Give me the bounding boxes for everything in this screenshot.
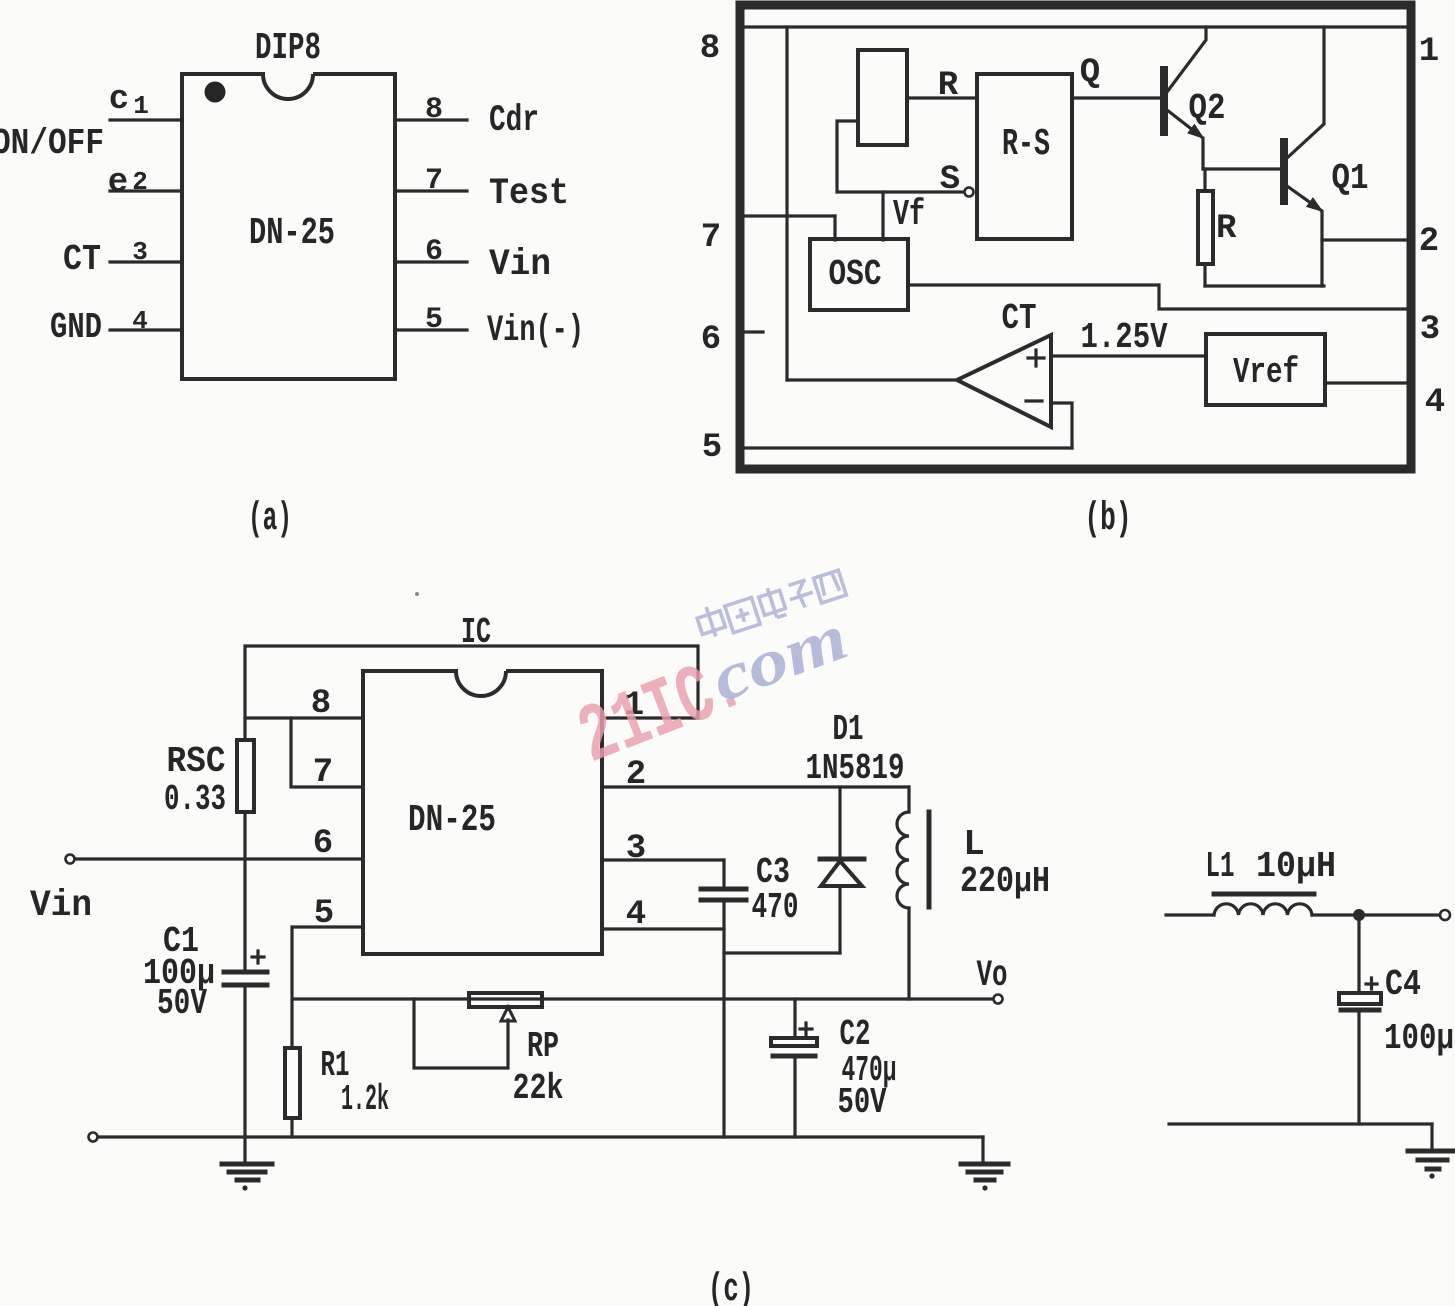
svg-text:7: 7 xyxy=(701,219,721,257)
svg-text:6: 6 xyxy=(425,235,443,269)
svg-text:RSC: RSC xyxy=(167,741,226,782)
svg-text:220μH: 220μH xyxy=(960,861,1050,902)
svg-text:ON/OFF: ON/OFF xyxy=(0,123,104,164)
svg-text:DN-25: DN-25 xyxy=(408,799,496,842)
svg-text:DIP8: DIP8 xyxy=(255,27,321,70)
svg-text:Test: Test xyxy=(489,173,569,215)
svg-text:2: 2 xyxy=(132,167,148,197)
svg-text:Vin: Vin xyxy=(489,244,551,286)
svg-text:R: R xyxy=(938,67,959,105)
svg-text:Vo: Vo xyxy=(977,955,1008,997)
svg-text:6: 6 xyxy=(701,321,721,359)
svg-text:Q: Q xyxy=(1080,54,1100,92)
svg-text:7: 7 xyxy=(425,164,443,198)
svg-text:5: 5 xyxy=(425,303,443,337)
svg-text:S: S xyxy=(940,161,960,199)
svg-text:3: 3 xyxy=(132,237,148,267)
svg-text:D1: D1 xyxy=(833,709,864,750)
svg-text:R-S: R-S xyxy=(1002,123,1050,166)
svg-text:CT: CT xyxy=(1002,298,1037,339)
svg-text:c: c xyxy=(109,81,129,119)
svg-text:8: 8 xyxy=(700,30,720,68)
svg-text:Vref: Vref xyxy=(1233,352,1299,393)
svg-text:L: L xyxy=(963,824,985,865)
svg-text:1N5819: 1N5819 xyxy=(806,748,905,789)
svg-text:C1: C1 xyxy=(163,921,199,962)
svg-text:DN-25: DN-25 xyxy=(249,212,335,255)
svg-text:1.2k: 1.2k xyxy=(341,1079,389,1120)
svg-text:1: 1 xyxy=(133,91,149,121)
svg-text:C4: C4 xyxy=(1385,964,1421,1005)
svg-text:OSC: OSC xyxy=(829,254,882,295)
svg-text:6: 6 xyxy=(313,825,333,863)
svg-text:1: 1 xyxy=(1419,33,1439,71)
svg-text:Vf: Vf xyxy=(893,194,925,235)
svg-text:(c): (c) xyxy=(708,1268,754,1306)
svg-text:1.25V: 1.25V xyxy=(1081,317,1168,358)
svg-text:Vin: Vin xyxy=(30,885,92,927)
svg-text:C2: C2 xyxy=(840,1014,871,1055)
svg-text:50V: 50V xyxy=(157,983,207,1024)
svg-text:470: 470 xyxy=(752,887,799,928)
svg-text:3: 3 xyxy=(626,830,646,868)
svg-text:e: e xyxy=(108,164,128,202)
svg-text:50V: 50V xyxy=(838,1082,887,1123)
svg-text:R1: R1 xyxy=(321,1045,350,1086)
svg-text:CT: CT xyxy=(63,239,101,280)
svg-text:8: 8 xyxy=(425,93,443,127)
svg-text:2: 2 xyxy=(626,756,646,794)
svg-text:Cdr: Cdr xyxy=(489,100,539,142)
svg-text:100μ: 100μ xyxy=(1384,1018,1454,1059)
svg-text:R: R xyxy=(1216,210,1237,248)
svg-text:2: 2 xyxy=(1419,223,1439,261)
svg-text:(b): (b) xyxy=(1085,497,1132,542)
svg-text:5: 5 xyxy=(702,429,722,467)
svg-text:3: 3 xyxy=(1420,311,1440,349)
svg-text:0.33: 0.33 xyxy=(164,779,226,820)
svg-text:7: 7 xyxy=(313,754,333,792)
svg-text:100μ: 100μ xyxy=(143,953,215,994)
svg-text:4: 4 xyxy=(1425,384,1445,422)
svg-text:1: 1 xyxy=(624,687,644,725)
svg-text:22k: 22k xyxy=(513,1068,564,1109)
svg-text:C3: C3 xyxy=(756,852,790,893)
svg-text:IC: IC xyxy=(461,612,491,653)
svg-text:4: 4 xyxy=(626,896,646,934)
svg-text:4: 4 xyxy=(132,306,148,336)
svg-text:10μH: 10μH xyxy=(1256,846,1336,887)
svg-text:GND: GND xyxy=(50,307,102,348)
svg-text:Q2: Q2 xyxy=(1189,88,1226,129)
svg-text:Vin(-): Vin(-) xyxy=(487,310,584,352)
svg-text:L1: L1 xyxy=(1206,846,1235,887)
svg-text:(a): (a) xyxy=(248,497,292,542)
svg-text:470μ: 470μ xyxy=(842,1050,897,1091)
svg-text:5: 5 xyxy=(314,895,334,933)
svg-text:RP: RP xyxy=(527,1026,559,1067)
svg-text:8: 8 xyxy=(311,685,331,723)
svg-text:Q1: Q1 xyxy=(1332,158,1369,199)
